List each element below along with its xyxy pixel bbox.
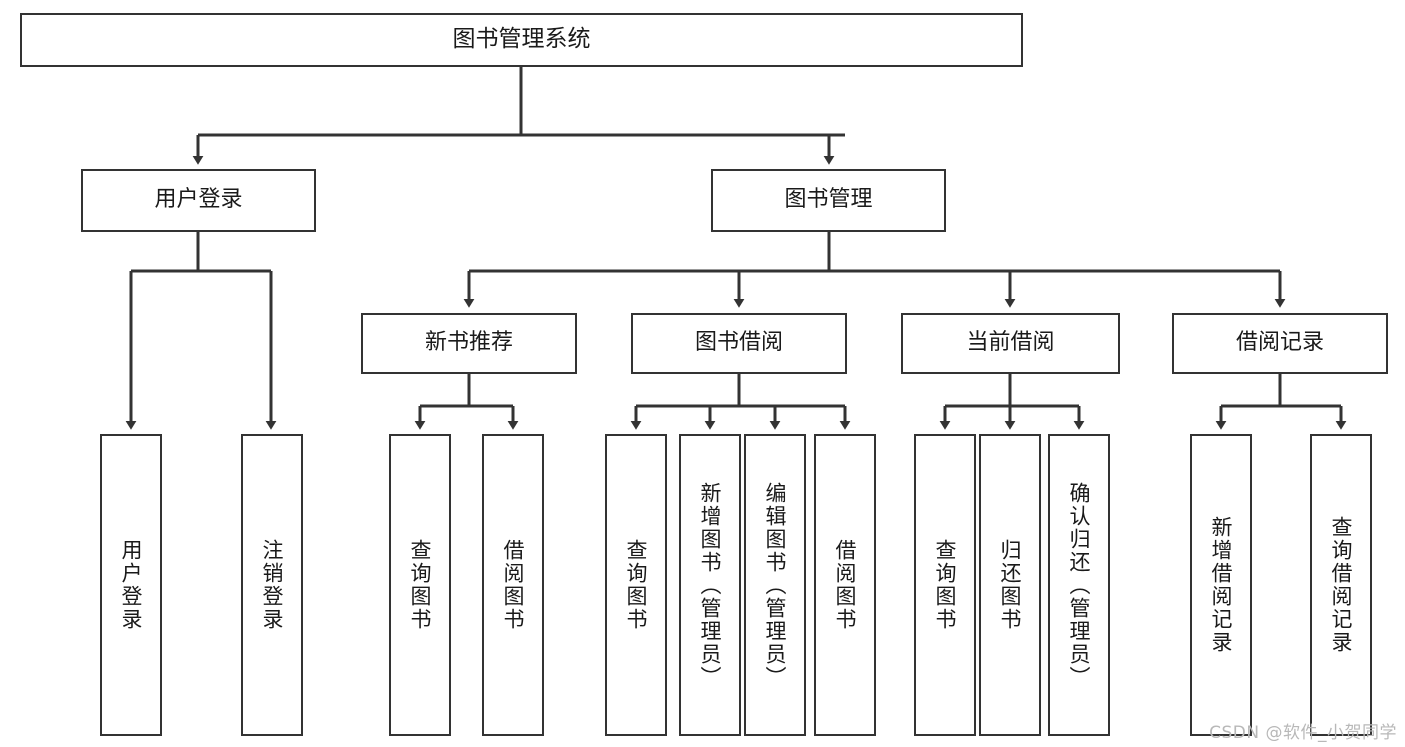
node-label: 用户登录 [119,539,144,631]
node-borrow-record[interactable]: 借阅记录 [1172,313,1388,374]
node-label: 查询图书 [933,539,958,631]
node-label: 新增借阅记录 [1209,516,1234,654]
node-label: 注销登录 [260,539,285,631]
leaf-current-query-book[interactable]: 查询图书 [914,434,976,736]
node-label: 查询借阅记录 [1329,516,1354,654]
node-label: 借阅图书 [833,539,858,631]
node-label: 查询图书 [624,539,649,631]
node-label: 用户登录 [154,187,243,213]
leaf-user-login-signin[interactable]: 用户登录 [100,434,162,736]
node-label: 当前借阅 [966,330,1055,356]
node-root-system[interactable]: 图书管理系统 [20,13,1023,67]
node-label: 查询图书 [408,539,433,631]
leaf-user-login-logout[interactable]: 注销登录 [241,434,303,736]
node-new-book-recommend[interactable]: 新书推荐 [361,313,577,374]
node-book-borrow[interactable]: 图书借阅 [631,313,847,374]
leaf-current-confirm-return-admin[interactable]: 确认归还（管理员） [1048,434,1110,736]
leaf-new-book-query[interactable]: 查询图书 [389,434,451,736]
leaf-new-book-borrow[interactable]: 借阅图书 [482,434,544,736]
node-user-login[interactable]: 用户登录 [81,169,316,232]
leaf-borrow-edit-book-admin[interactable]: 编辑图书（管理员） [744,434,806,736]
node-label: 确认归还（管理员） [1067,481,1092,689]
node-label: 新增图书（管理员） [698,481,723,689]
node-label: 图书管理 [784,187,873,213]
node-label: 借阅记录 [1235,330,1324,356]
node-label: 图书借阅 [694,330,783,356]
leaf-record-query-borrow-record[interactable]: 查询借阅记录 [1310,434,1372,736]
node-label: 新书推荐 [424,330,513,356]
leaf-current-return-book[interactable]: 归还图书 [979,434,1041,736]
leaf-borrow-add-book-admin[interactable]: 新增图书（管理员） [679,434,741,736]
node-label: 编辑图书（管理员） [763,481,788,689]
leaf-borrow-query-book[interactable]: 查询图书 [605,434,667,736]
watermark-text: CSDN @软件_小贺同学 [1209,723,1397,743]
node-book-management[interactable]: 图书管理 [711,169,946,232]
node-current-borrow[interactable]: 当前借阅 [901,313,1120,374]
leaf-record-add-borrow-record[interactable]: 新增借阅记录 [1190,434,1252,736]
leaf-borrow-borrow-book[interactable]: 借阅图书 [814,434,876,736]
node-label: 图书管理系统 [452,26,591,53]
node-label: 借阅图书 [501,539,526,631]
node-label: 归还图书 [998,539,1023,631]
